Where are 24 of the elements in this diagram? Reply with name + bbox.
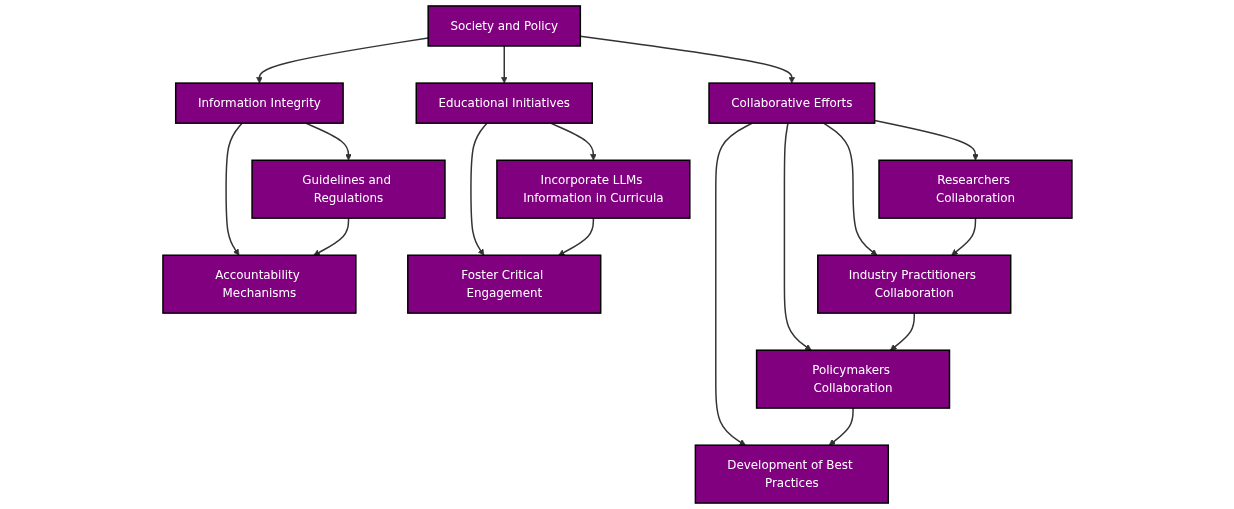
node-box: Policymakers Collaboration	[755, 349, 950, 409]
arrow	[950, 217, 976, 256]
node-box: Researchers Collaboration	[877, 159, 1073, 219]
arrow	[557, 217, 594, 256]
arrow	[822, 122, 877, 256]
arrow	[889, 312, 915, 351]
arrow	[714, 122, 753, 446]
node-box: Industry Practitioners Collaboration	[816, 254, 1011, 314]
node-box: Incorporate LLMs Information in Curricula	[495, 159, 691, 219]
node-box: Guidelines and Regulations	[250, 159, 446, 219]
arrow	[500, 45, 508, 84]
arrow	[579, 35, 795, 84]
node-box: Development of Best Practices	[694, 444, 889, 504]
arrow	[224, 122, 243, 256]
node-box: Collaborative Efforts	[707, 82, 875, 124]
arrow	[312, 217, 349, 256]
node-box: Educational Initiatives	[415, 82, 593, 124]
arrow	[828, 407, 854, 446]
node-box: Accountability Mechanisms	[161, 254, 357, 314]
node-box: Society and Policy	[427, 5, 581, 47]
arrow	[783, 122, 812, 351]
node-box: Foster Critical Engagement	[406, 254, 601, 314]
node-box: Information Integrity	[174, 82, 344, 124]
arrow	[469, 122, 488, 256]
